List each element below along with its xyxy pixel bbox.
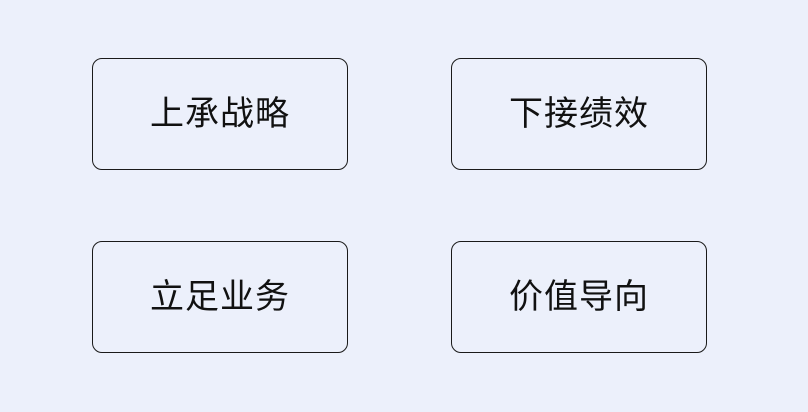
box-downward-performance: 下接绩效	[451, 58, 707, 170]
box-label: 上承战略	[150, 94, 290, 134]
box-label: 价值导向	[509, 277, 649, 317]
box-value-oriented: 价值导向	[451, 241, 707, 353]
box-business-based: 立足业务	[92, 241, 348, 353]
box-label: 立足业务	[150, 277, 290, 317]
box-upward-strategy: 上承战略	[92, 58, 348, 170]
box-label: 下接绩效	[509, 94, 649, 134]
